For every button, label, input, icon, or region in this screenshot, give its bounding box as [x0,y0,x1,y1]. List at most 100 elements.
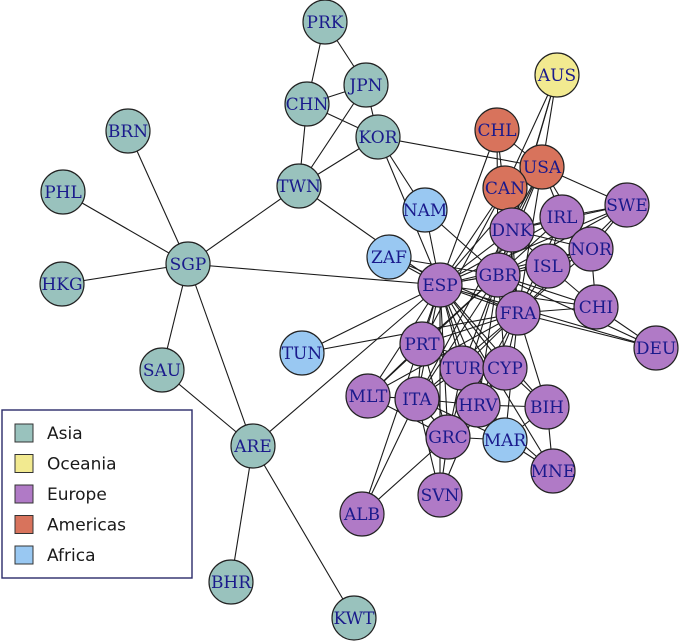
legend-swatch-europe [14,484,34,504]
node-label: IRL [547,208,578,228]
node-circle [399,321,445,367]
node-circle [482,417,528,463]
legend-label-oceania: Oceania [47,455,117,475]
node-circle [165,241,211,287]
node-kwt: KWT [331,595,377,641]
edge-kor-usa [377,136,543,168]
node-label: JPN [347,76,382,96]
node-ita: ITA [394,376,440,422]
node-circle [482,345,528,391]
edge-sgp-are [187,263,254,447]
edge-chl-esp [439,129,498,286]
node-circle [302,0,348,45]
edge-fra-deu [517,312,657,349]
node-gbr: GBR [475,252,521,298]
node-circle [573,284,619,330]
node-cyp: CYP [482,345,528,391]
node-kor: KOR [355,114,401,160]
node-circle [331,595,377,641]
node-label: AUS [537,66,576,86]
node-circle [339,491,385,537]
edge-are-bhr [230,445,254,583]
node-circle [417,472,463,518]
node-hrv: HRV [455,382,501,428]
node-zaf: ZAF [366,234,412,280]
node-sgp: SGP [165,241,211,287]
legend-swatch-asia [14,423,34,443]
edge-fra-mlt [367,312,519,397]
node-label: TUR [443,359,483,379]
node-twn: TWN [276,163,322,209]
node-circle [455,382,501,428]
node-circle [345,373,391,419]
node-label: MAR [484,431,528,451]
node-nor: NOR [568,226,614,272]
node-aus: AUS [534,52,580,98]
node-label: SGP [170,255,207,275]
node-fra: FRA [495,290,541,336]
node-label: DNK [491,221,533,241]
node-swe: SWE [604,182,650,228]
node-label: CHI [579,298,614,318]
edge-esp-swe [439,204,628,286]
node-phl: PHL [40,169,86,215]
node-label: CYP [487,359,523,379]
node-label: PRT [404,335,440,355]
node-circle [284,81,330,127]
edge-twn-sgp [187,185,300,265]
node-label: FRA [500,304,538,324]
node-label: SVN [421,486,460,506]
node-circle [355,114,401,160]
node-circle [39,261,85,307]
node-circle [495,290,541,336]
node-alb: ALB [339,491,385,537]
node-isl: ISL [525,243,571,289]
node-label: TWN [277,177,321,197]
node-tun: TUN [279,330,325,376]
node-label: HRV [458,396,498,416]
node-mne: MNE [530,448,576,494]
node-circle [276,163,322,209]
node-label: BRN [108,122,148,142]
node-prk: PRK [302,0,348,45]
legend-swatch-oceania [14,454,34,473]
legend-label-americas: Americas [47,516,126,536]
node-label: HKG [41,275,82,295]
node-circle [525,243,571,289]
node-nam: NAM [402,187,448,233]
node-label: BIH [530,398,564,418]
node-label: BHR [211,573,252,593]
edge-esp-irl [439,216,563,286]
node-circle [530,448,576,494]
node-circle [474,107,520,153]
node-circle [366,234,412,280]
node-brn: BRN [105,108,151,154]
legend-label-europe: Europe [47,485,107,505]
node-circle [633,325,679,371]
node-label: PRK [307,13,344,33]
node-label: ALB [343,505,380,525]
edge-brn-sgp [127,130,189,265]
node-circle [343,62,389,108]
node-circle [534,52,580,98]
edge-tun-esp [301,284,441,354]
node-circle [139,347,185,393]
node-label: ESP [422,276,458,296]
node-circle [208,559,254,605]
node-label: ISL [533,257,563,277]
node-label: PHL [44,183,82,203]
node-label: NOR [570,240,613,260]
node-chi: CHI [573,284,619,330]
node-dnk: DNK [489,207,535,253]
node-sau: SAU [139,347,185,393]
node-circle [230,423,276,469]
node-bhr: BHR [208,559,254,605]
node-mlt: MLT [345,373,391,419]
node-circle [425,414,471,460]
edge-esp-bih [439,284,548,408]
node-label: ITA [402,390,432,410]
node-label: ARE [233,437,272,457]
